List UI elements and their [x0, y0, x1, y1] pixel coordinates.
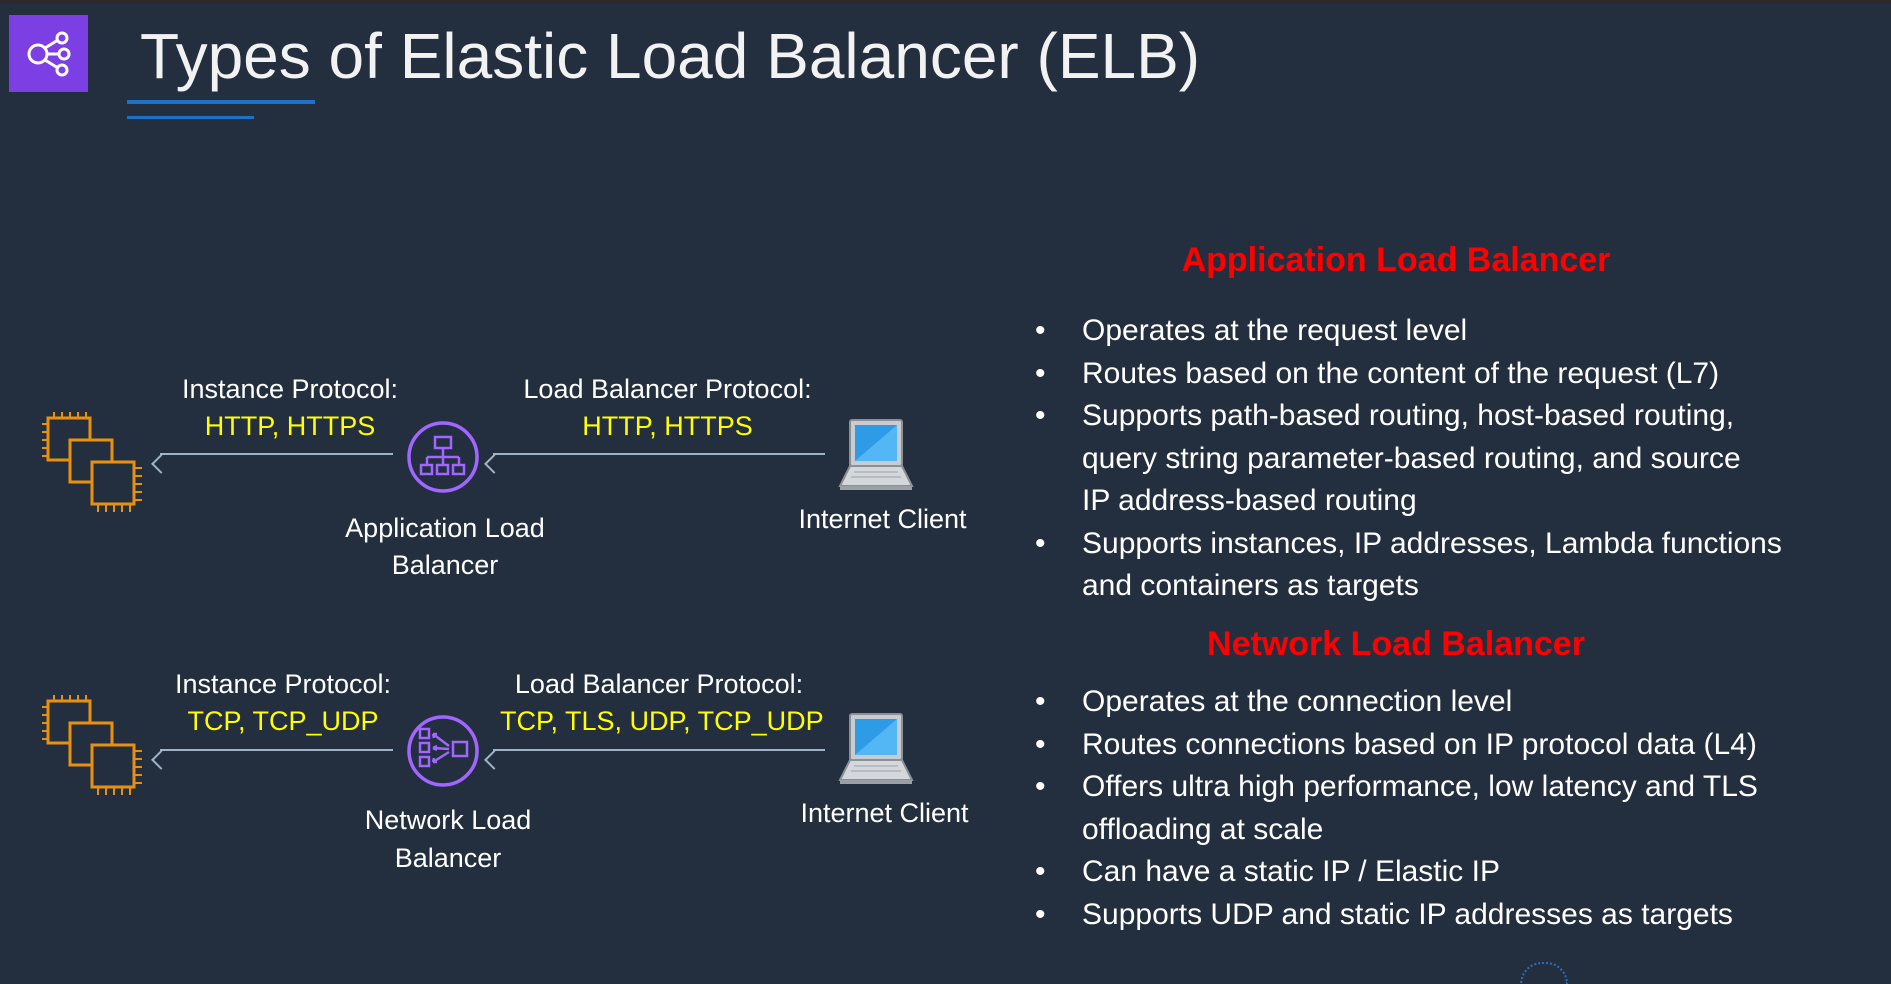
nlb-lb-protocol-label: Load Balancer Protocol:: [514, 669, 804, 699]
alb-instance-protocol-label: Instance Protocol:: [181, 374, 399, 404]
title-underline-secondary: [127, 116, 254, 119]
list-item: Supports instances, IP addresses, Lambda…: [1035, 523, 1782, 608]
list-item: Operates at the connection level: [1035, 681, 1758, 724]
alb-to-instances-arrow: [160, 453, 393, 455]
alb-client-label: Internet Client: [798, 504, 967, 534]
nlb-feature-list: Operates at the connection level Routes …: [1035, 681, 1758, 936]
globe-icon: [1520, 962, 1568, 984]
nlb-name-line1: Network Load: [364, 805, 532, 835]
nlb-heading: Network Load Balancer: [1207, 625, 1585, 663]
nlb-lb-protocol-value: TCP, TLS, UDP, TCP_UDP: [500, 706, 824, 736]
alb-name-line1: Application Load: [345, 513, 545, 543]
list-item: Can have a static IP / Elastic IP: [1035, 851, 1758, 894]
nlb-instance-protocol-label: Instance Protocol:: [174, 669, 392, 699]
elb-icon: [9, 15, 88, 92]
alb-lb-protocol-label: Load Balancer Protocol:: [523, 374, 812, 404]
top-border: [0, 0, 1891, 4]
list-item: Routes based on the content of the reque…: [1035, 353, 1782, 396]
client-to-alb-arrow: [493, 453, 825, 455]
nlb-icon: [405, 713, 481, 789]
title-underline: [127, 100, 315, 104]
nlb-client-label: Internet Client: [800, 798, 969, 828]
list-item: Offers ultra high performance, low laten…: [1035, 766, 1758, 851]
page-title: Types of Elastic Load Balancer (ELB): [140, 20, 1201, 92]
nlb-instance-protocol-value: TCP, TCP_UDP: [187, 706, 379, 736]
list-item: Operates at the request level: [1035, 310, 1782, 353]
ec2-instances-icon: [40, 693, 148, 801]
ec2-instances-icon: [40, 410, 148, 518]
list-item: Routes connections based on IP protocol …: [1035, 724, 1758, 767]
list-item: Supports UDP and static IP addresses as …: [1035, 894, 1758, 937]
alb-instance-protocol-value: HTTP, HTTPS: [204, 411, 376, 441]
alb-icon: [405, 419, 481, 495]
nlb-name-line2: Balancer: [394, 843, 502, 873]
alb-lb-protocol-value: HTTP, HTTPS: [582, 411, 753, 441]
client-to-nlb-arrow: [493, 749, 825, 751]
alb-feature-list: Operates at the request level Routes bas…: [1035, 310, 1782, 608]
alb-heading: Application Load Balancer: [1181, 241, 1611, 279]
nlb-to-instances-arrow: [160, 749, 393, 751]
laptop-icon: [838, 418, 914, 492]
laptop-icon: [838, 712, 914, 786]
list-item: Supports path-based routing, host-based …: [1035, 395, 1782, 523]
alb-name-line2: Balancer: [391, 550, 499, 580]
